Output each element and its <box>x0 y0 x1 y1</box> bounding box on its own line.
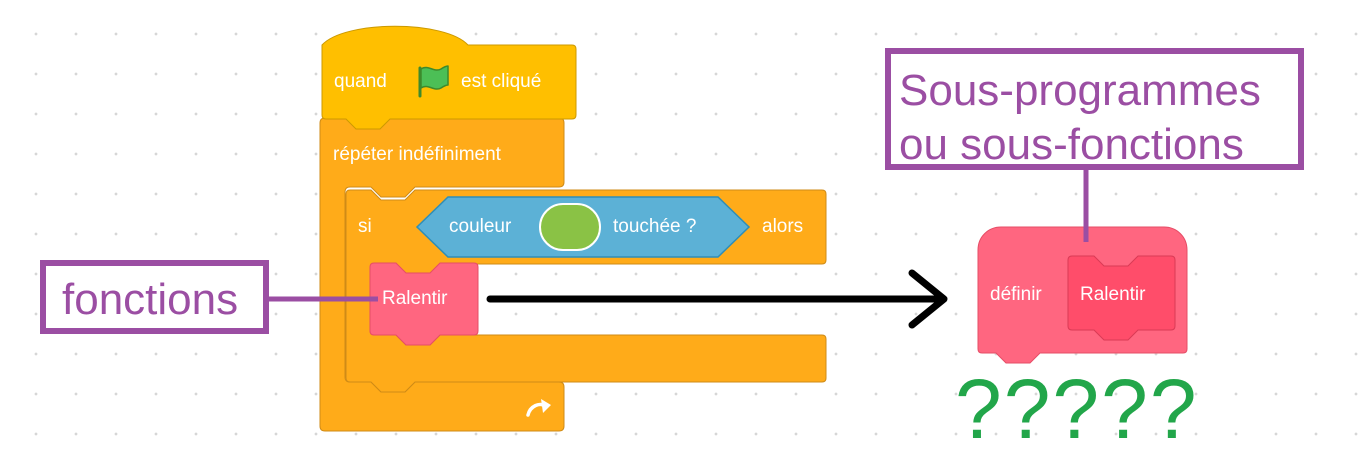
define-label: définir <box>990 284 1042 305</box>
loop-arrow-icon <box>526 399 551 417</box>
subprograms-callout-line1: Sous-programmes <box>899 66 1261 115</box>
forever-label: répéter indéfiniment <box>333 144 501 165</box>
event-label-when: quand <box>334 71 387 92</box>
event-label-clicked: est cliqué <box>461 71 542 92</box>
arrow-to-definition <box>486 269 948 329</box>
define-name-label: Ralentir <box>1080 284 1146 305</box>
sensing-label-color: couleur <box>449 216 512 237</box>
if-label: si <box>358 216 372 237</box>
define-prototype-block[interactable] <box>1067 255 1176 341</box>
then-label: alors <box>762 216 804 237</box>
green-flag-icon <box>418 65 449 98</box>
call-block-ralentir[interactable] <box>369 262 479 346</box>
functions-callout-text: fonctions <box>62 275 239 324</box>
functions-callout <box>40 260 269 334</box>
event-hat-block[interactable] <box>321 25 577 130</box>
call-block-label: Ralentir <box>382 288 448 309</box>
sensing-label-touched: touchée ? <box>613 216 697 237</box>
question-marks: ????? <box>955 362 1199 456</box>
subprograms-callout-line2: ou sous-fonctions <box>899 120 1244 169</box>
subprograms-callout <box>885 48 1304 170</box>
color-swatch[interactable] <box>539 203 601 251</box>
